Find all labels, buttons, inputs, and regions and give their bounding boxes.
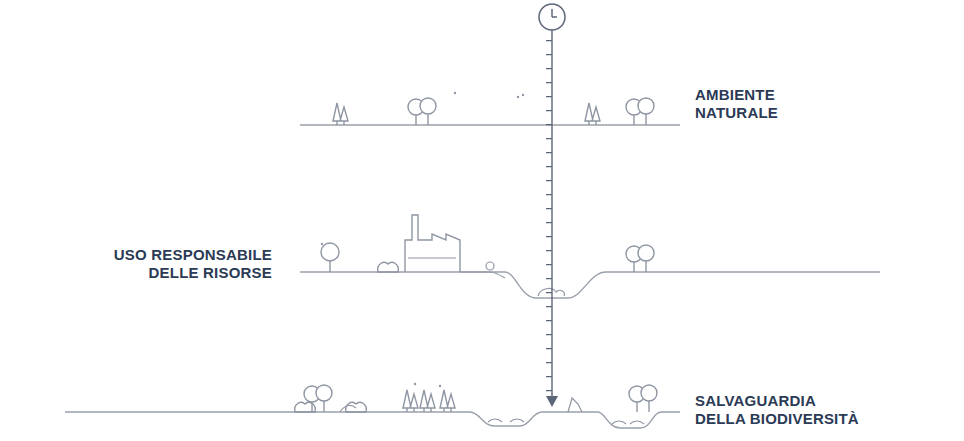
level-label: SALVAGUARDIA DELLA BIODIVERSITÀ xyxy=(695,392,870,428)
natural-ground xyxy=(300,92,680,125)
level-label: USO RESPONSABILE DELLE RISORSE xyxy=(112,246,272,282)
time-ruler xyxy=(539,4,565,407)
biodiversity-ground xyxy=(65,383,680,428)
level-label: AMBIENTE NATURALE xyxy=(695,86,815,122)
resource-ground xyxy=(300,215,880,298)
